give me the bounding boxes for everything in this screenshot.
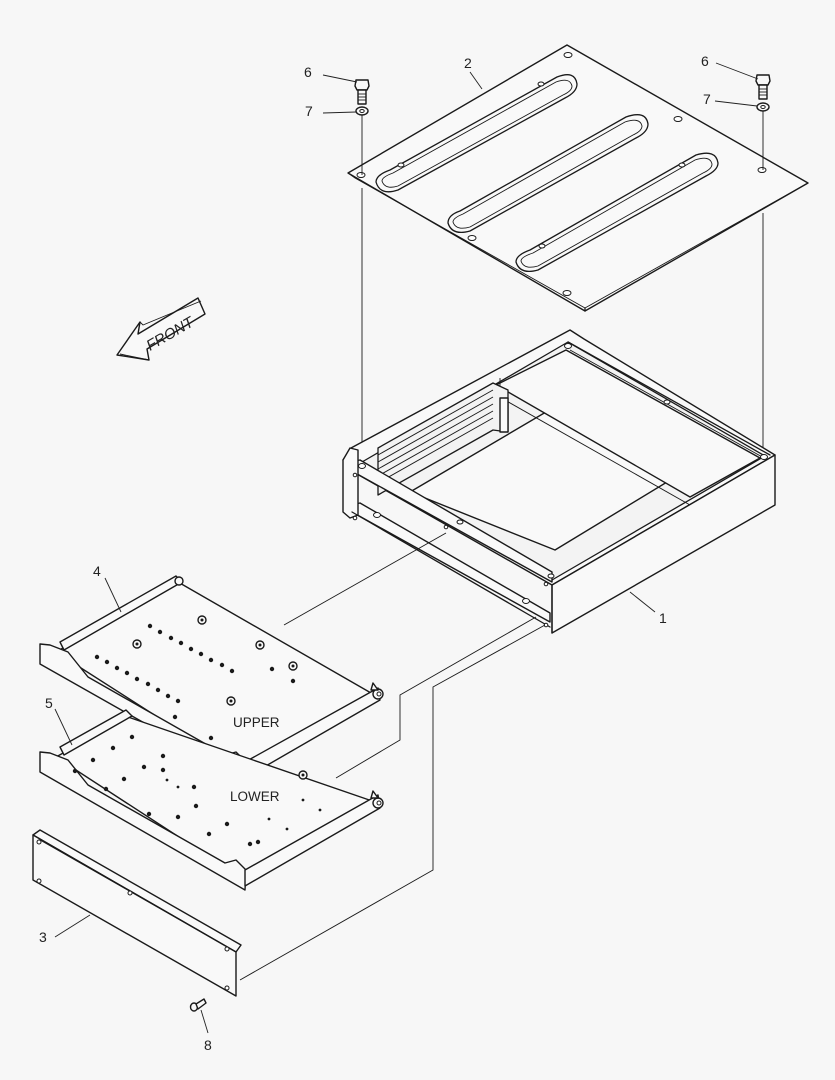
assembly-line-lower-tray	[335, 616, 537, 779]
bolt-right	[755, 74, 771, 100]
svg-text:5: 5	[45, 695, 53, 711]
washer-right	[756, 102, 770, 112]
svg-text:8: 8	[204, 1037, 212, 1053]
cover-slot-1	[375, 74, 578, 193]
cover-slot-3	[515, 152, 719, 273]
front-arrow-icon: FRONT	[116, 297, 206, 361]
svg-text:6: 6	[701, 53, 709, 69]
front-panel	[32, 829, 242, 997]
washer-left	[355, 106, 369, 116]
svg-text:1: 1	[659, 610, 667, 626]
callout-1: 1	[629, 591, 667, 626]
lower-tray: LOWER	[39, 709, 384, 891]
svg-text:7: 7	[305, 103, 313, 119]
screw	[189, 998, 207, 1012]
svg-text:4: 4	[93, 563, 101, 579]
svg-text:2: 2	[464, 55, 472, 71]
bolt-left	[354, 79, 370, 105]
cover-slot-2	[447, 114, 649, 234]
housing	[342, 329, 776, 634]
callout-8: 8	[200, 1009, 212, 1053]
upper-tray-label: UPPER	[233, 715, 280, 730]
svg-text:7: 7	[703, 91, 711, 107]
callout-7-right: 7	[703, 91, 758, 107]
assembly-line-front-panel	[239, 624, 546, 981]
lower-tray-label: LOWER	[230, 789, 280, 804]
top-cover-plate	[347, 44, 809, 312]
assembly-line-upper-tray	[283, 532, 447, 626]
callout-4: 4	[93, 563, 122, 613]
svg-text:3: 3	[39, 929, 47, 945]
callout-6-left: 6	[304, 64, 358, 83]
callout-7-left: 7	[305, 103, 357, 119]
callout-3: 3	[39, 914, 91, 945]
callout-2: 2	[464, 55, 483, 90]
callout-5: 5	[45, 695, 73, 746]
svg-text:6: 6	[304, 64, 312, 80]
callout-6-right: 6	[701, 53, 759, 80]
